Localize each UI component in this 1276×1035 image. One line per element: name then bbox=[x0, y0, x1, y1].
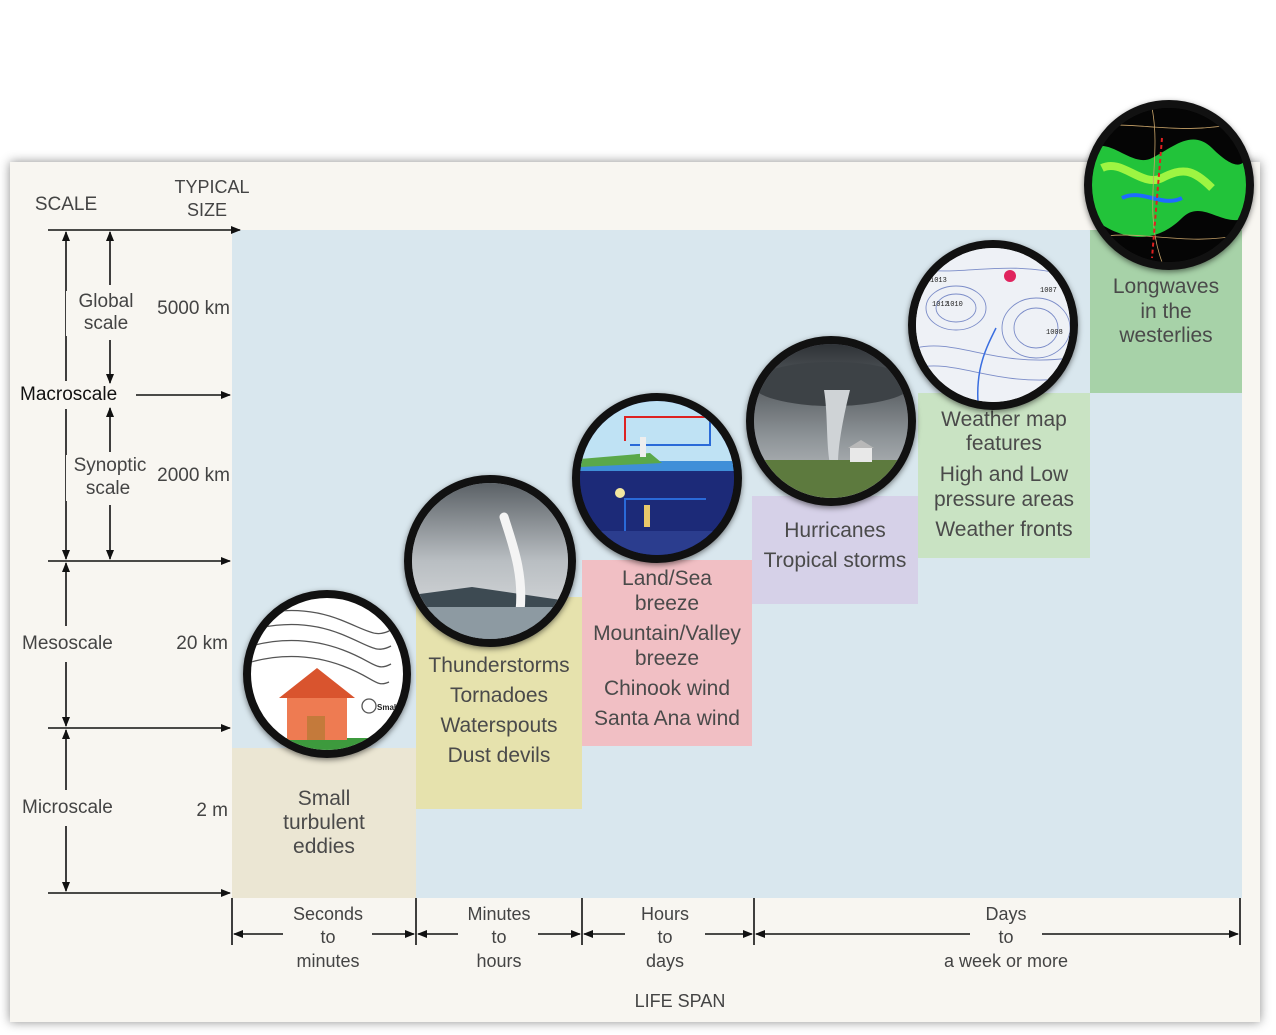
longwaves-radar-svg bbox=[1092, 108, 1246, 262]
lifespan-hours-2: to bbox=[657, 927, 673, 947]
longwaves-line-2: in the bbox=[1140, 300, 1192, 323]
weather-map-svg: 1013 1012 1010 1007 1008 bbox=[916, 248, 1070, 402]
lifespan-days-3: a week or more bbox=[943, 951, 1069, 971]
storms-line-1: Thunderstorms bbox=[428, 654, 570, 677]
lifespan-seconds-1: Seconds bbox=[292, 904, 364, 924]
storms-line-3: Waterspouts bbox=[440, 714, 558, 737]
size-20km: 20 km bbox=[176, 633, 228, 654]
lifespan-seconds-2: to bbox=[320, 927, 336, 947]
breezes-line-1: Land/Sea bbox=[622, 567, 712, 590]
breezes-line-3: Mountain/Valley bbox=[593, 622, 741, 645]
storms-line-2: Tornadoes bbox=[449, 684, 549, 707]
box-hurricanes: Hurricanes Tropical storms bbox=[752, 496, 918, 604]
box-storms: Thunderstorms Tornadoes Waterspouts Dust… bbox=[416, 597, 582, 809]
lifespan-days-1: Days bbox=[985, 904, 1027, 924]
breezes-line-4: breeze bbox=[634, 647, 700, 670]
microscale-label: Microscale bbox=[20, 797, 126, 820]
weather-map-image: 1013 1012 1010 1007 1008 bbox=[908, 240, 1078, 410]
longwaves-radar-image bbox=[1084, 100, 1254, 270]
hurricanes-line-2: Tropical storms bbox=[763, 549, 907, 572]
map-pressure-1013: 1013 bbox=[930, 277, 947, 285]
map-pressure-1008: 1008 bbox=[1046, 329, 1063, 337]
weather-map-line-1: Weather map bbox=[941, 408, 1067, 431]
eddies-illustration-svg: Small eddies bbox=[251, 609, 403, 750]
typical-size-header-2: SIZE bbox=[186, 200, 227, 220]
scale-header: SCALE bbox=[34, 194, 98, 215]
longwaves-line-1: Longwaves bbox=[1112, 275, 1220, 298]
storms-line-4: Dust devils bbox=[447, 744, 551, 767]
box-microscale: Small turbulent eddies bbox=[232, 748, 416, 898]
micro-line-2: turbulent bbox=[283, 811, 365, 834]
lifespan-seconds-3: minutes bbox=[296, 951, 360, 971]
weather-map-line-2: features bbox=[966, 432, 1042, 455]
breezes-line-2: breeze bbox=[634, 592, 700, 615]
micro-line-1: Small bbox=[297, 787, 351, 810]
synoptic-scale-label-2: scale bbox=[66, 478, 150, 501]
lifespan-hours-1: Hours bbox=[640, 904, 689, 924]
longwaves-line-3: westerlies bbox=[1119, 324, 1213, 347]
waterspout-photo bbox=[404, 475, 576, 647]
lifespan-days-2: to bbox=[998, 927, 1014, 947]
lifespan-hours-3: days bbox=[645, 951, 685, 971]
lifespan-axis-title: LIFE SPAN bbox=[634, 991, 726, 1011]
macroscale-label: Macroscale bbox=[20, 384, 132, 407]
weather-map-line-5: Weather fronts bbox=[935, 518, 1073, 541]
lifespan-minutes-2: to bbox=[491, 927, 507, 947]
micro-line-3: eddies bbox=[293, 835, 355, 858]
weather-map-line-3: High and Low bbox=[939, 463, 1069, 486]
synoptic-scale-label-1: Synoptic bbox=[66, 455, 154, 478]
size-5000km: 5000 km bbox=[157, 298, 230, 319]
breezes-line-6: Santa Ana wind bbox=[594, 707, 740, 730]
eddies-caption: Small eddies bbox=[377, 703, 403, 712]
land-sea-breeze-svg bbox=[580, 401, 734, 555]
tornado-photo-svg bbox=[754, 344, 908, 498]
typical-size-header-1: TYPICAL bbox=[174, 177, 250, 197]
land-sea-breeze-diagram bbox=[572, 393, 742, 563]
hurricanes-line-1: Hurricanes bbox=[784, 519, 886, 542]
map-pressure-1010: 1010 bbox=[946, 301, 963, 309]
box-weather-map: Weather map features High and Low pressu… bbox=[918, 393, 1090, 558]
global-scale-label-1: Global bbox=[66, 291, 146, 314]
map-pressure-1007: 1007 bbox=[1040, 287, 1057, 295]
breezes-line-5: Chinook wind bbox=[603, 677, 731, 700]
tornado-photo bbox=[746, 336, 916, 506]
map-pressure-1012: 1012 bbox=[932, 301, 949, 309]
waterspout-photo-svg bbox=[412, 483, 568, 639]
size-2m: 2 m bbox=[196, 800, 228, 821]
size-2000km: 2000 km bbox=[157, 465, 230, 486]
global-scale-label-2: scale bbox=[66, 313, 146, 336]
lifespan-minutes-3: hours bbox=[476, 951, 522, 971]
box-breezes: Land/Sea breeze Mountain/Valley breeze C… bbox=[582, 560, 752, 746]
mesoscale-label: Mesoscale bbox=[20, 633, 126, 656]
weather-map-line-4: pressure areas bbox=[933, 488, 1075, 511]
eddies-illustration: Small eddies bbox=[243, 590, 411, 758]
lifespan-minutes-1: Minutes bbox=[467, 904, 531, 924]
